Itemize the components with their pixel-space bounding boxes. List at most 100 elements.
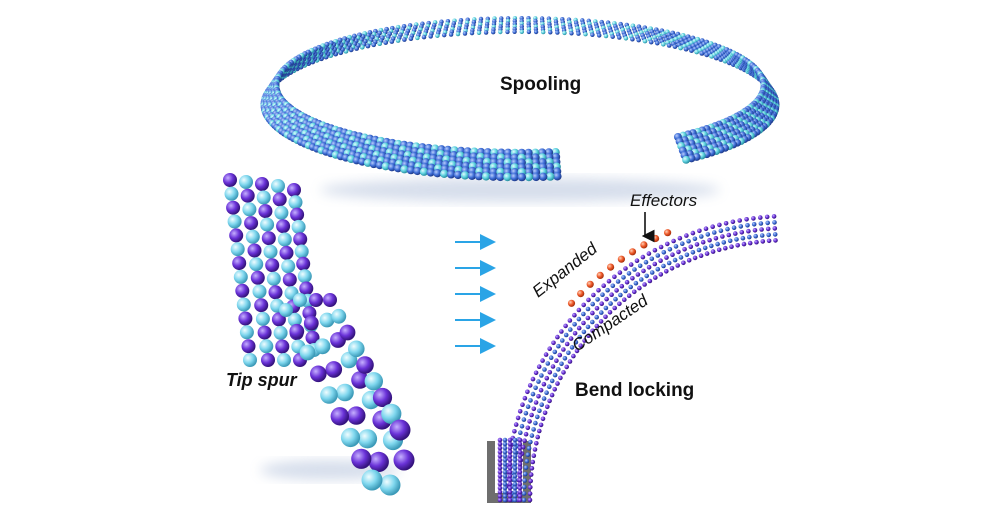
effector-bead — [567, 299, 576, 307]
filament-bead — [673, 244, 679, 249]
ring-bead — [590, 32, 595, 38]
filament-bead — [607, 310, 613, 315]
filament-bead — [512, 493, 518, 499]
filament-bead — [615, 279, 621, 284]
filament-bead — [502, 485, 508, 491]
spur-bead — [336, 383, 354, 402]
filament-bead — [515, 415, 521, 421]
spur-bead — [265, 258, 280, 273]
ring-bead — [548, 30, 553, 35]
filament-bead — [605, 287, 610, 293]
filament-bead — [497, 461, 503, 467]
spur-bead — [314, 338, 331, 355]
filament-bead — [507, 437, 513, 443]
filament-bead — [512, 497, 518, 503]
ring-bead — [512, 29, 517, 34]
filament-bead — [522, 395, 528, 401]
filament-bead — [704, 251, 710, 256]
filament-bead — [614, 288, 619, 293]
spur-bead — [240, 188, 255, 203]
filament-bead — [512, 485, 518, 491]
filament-bead — [530, 459, 536, 465]
spur-bead — [249, 257, 264, 272]
filament-bead — [517, 473, 523, 479]
spur-bead — [273, 325, 288, 340]
filament-bead — [551, 340, 556, 346]
filament-bead — [661, 263, 666, 269]
filament-bead — [513, 422, 519, 427]
filament-bead — [531, 427, 536, 432]
filament-bead — [517, 409, 523, 414]
ring-bead — [519, 29, 524, 34]
spur-bead — [291, 219, 306, 234]
filament-bead — [567, 318, 573, 323]
filament-bead — [529, 412, 534, 418]
filament-bead — [538, 387, 544, 393]
spooling-label: Spooling — [500, 74, 581, 95]
expanded-label: Expanded — [529, 239, 601, 301]
filament-bead — [512, 469, 518, 475]
filament-bead — [596, 288, 601, 293]
filament-bead — [634, 258, 640, 264]
spur-bead — [323, 293, 337, 307]
filament-bead — [526, 446, 532, 451]
spur-bead — [247, 243, 262, 258]
filament-bead — [528, 398, 533, 403]
filament-bead — [661, 250, 667, 255]
filament-bead — [758, 221, 764, 226]
spur-bead — [319, 312, 335, 328]
filament-bead — [512, 437, 518, 443]
filament-bead — [502, 465, 508, 471]
spur-bead — [254, 298, 269, 313]
filament-bead — [590, 328, 595, 334]
spur-bead — [288, 195, 303, 210]
filament-bead — [690, 230, 696, 236]
filament-bead — [686, 238, 691, 244]
filament-bead — [740, 235, 746, 241]
ring-bead — [460, 171, 470, 180]
spur-bead — [235, 283, 250, 298]
spur-bead — [299, 281, 314, 296]
spur-bead — [281, 259, 296, 274]
filament-bead — [502, 445, 508, 451]
spur-bead — [244, 216, 259, 231]
filament-bead — [502, 441, 508, 447]
effector-bead — [652, 234, 660, 243]
filament-bead — [528, 485, 533, 490]
filament-bead — [497, 485, 503, 491]
filament-bead — [517, 497, 523, 503]
spur-bead — [357, 429, 378, 449]
filament-bead — [626, 271, 632, 276]
filament-bead — [497, 497, 503, 503]
filament-bead — [716, 247, 722, 253]
filament-bead — [507, 473, 513, 479]
filament-bead — [637, 263, 643, 269]
ring-bead — [462, 31, 468, 36]
filament-bead — [613, 296, 618, 302]
effectors-label: Effectors — [630, 191, 698, 210]
filament-bead — [555, 381, 560, 386]
filament-bead — [766, 238, 772, 244]
filament-bead — [643, 259, 649, 265]
filament-bead — [521, 491, 527, 496]
filament-bead — [522, 478, 527, 483]
filament-bead — [632, 289, 637, 295]
ring-bead — [433, 169, 442, 178]
filament-bead — [527, 419, 532, 424]
filament-bead — [601, 283, 606, 289]
filament-bead — [525, 404, 531, 410]
filament-bead — [595, 297, 600, 302]
filament-bead — [585, 324, 591, 330]
filament-bead — [497, 441, 503, 447]
filament-bead — [555, 334, 560, 340]
filament-bead — [744, 217, 749, 222]
spur-bead — [330, 407, 349, 426]
ring-bead — [489, 172, 498, 181]
ring-bead — [648, 39, 654, 45]
filament-bead — [700, 239, 706, 245]
ring-bead — [394, 164, 403, 173]
filament-bead — [548, 355, 554, 361]
effector-bead — [596, 271, 604, 279]
spur-bead — [279, 245, 294, 260]
filament-bead — [617, 270, 623, 275]
